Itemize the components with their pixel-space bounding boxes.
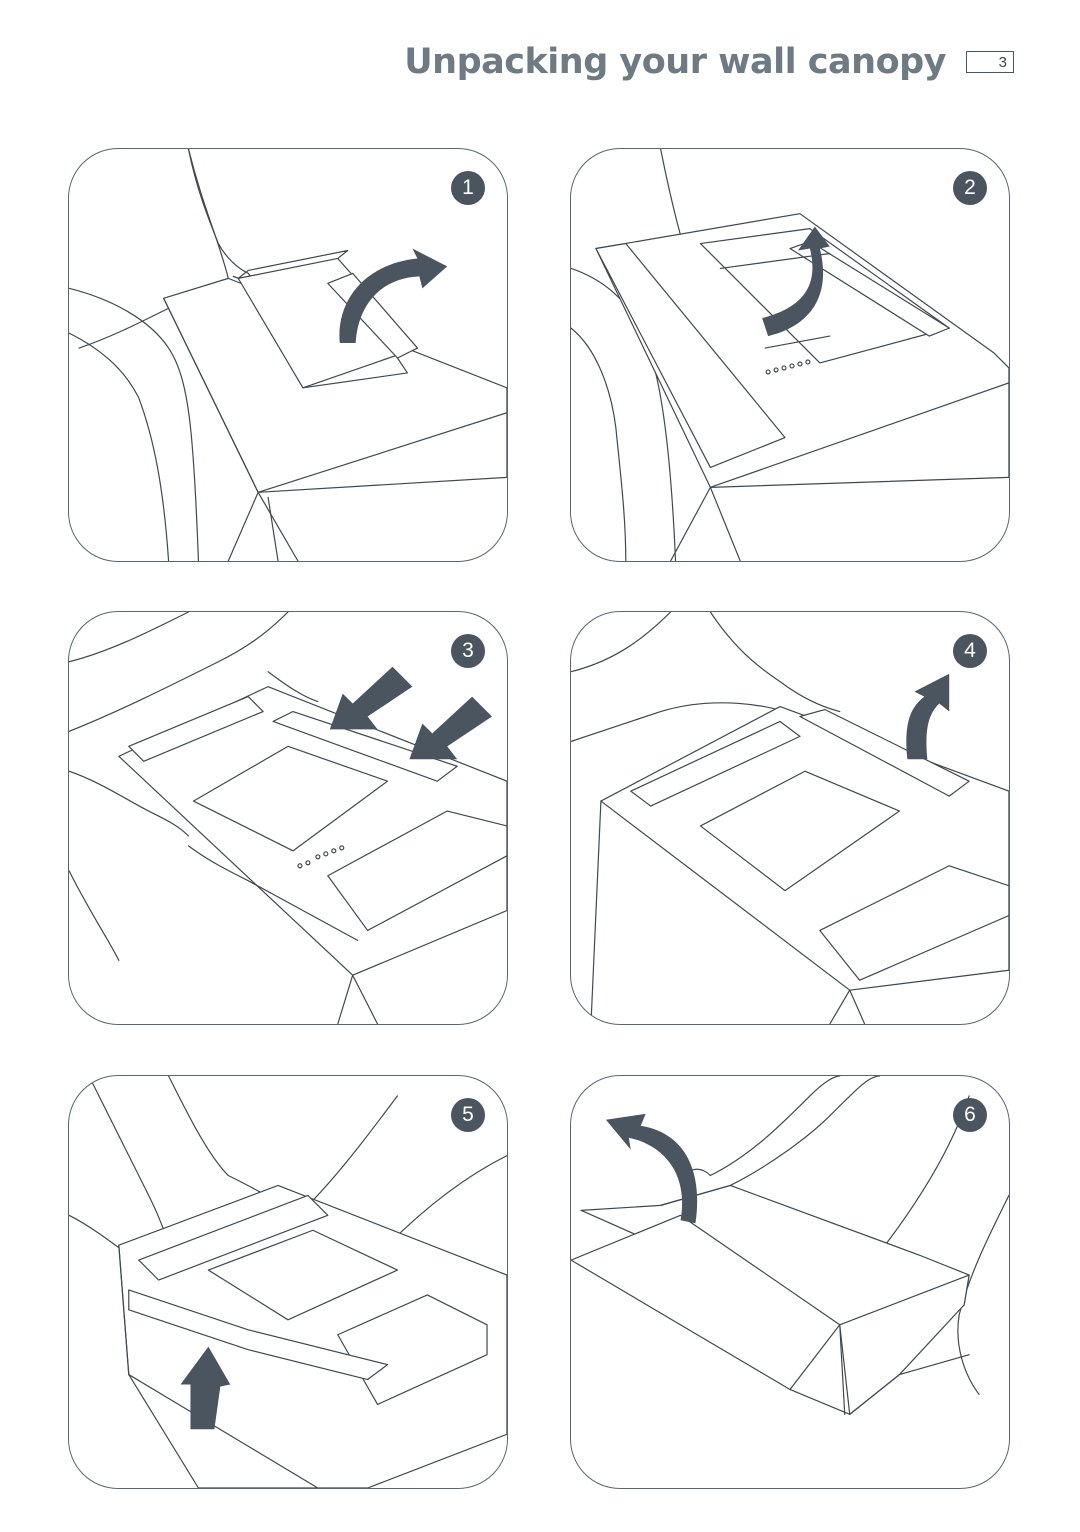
page-number: 3 [998,53,1007,71]
step-2-illustration [571,149,1009,561]
step-6-illustration [571,1076,1009,1415]
step-6-badge: 6 [953,1098,987,1132]
control-panel-dots [765,359,811,375]
step-3-illustration [69,612,507,1024]
page-title: Unpacking your wall canopy [404,42,946,82]
control-panel-dots [297,845,345,869]
step-2-badge: 2 [953,171,987,205]
step-5-illustration [69,1076,507,1488]
step-4-arrow [906,673,950,760]
step-5-badge: 5 [451,1098,485,1132]
step-2-panel: 2 [570,148,1010,562]
step-3-panel: 3 [68,611,508,1025]
page-number-box: 3 [966,51,1014,73]
step-1-panel: 1 [68,148,508,562]
step-5-panel: 5 [68,1075,508,1489]
page-header: Unpacking your wall canopy 3 [404,38,1014,86]
step-1-illustration [69,149,507,561]
step-6-panel: 6 [570,1075,1010,1489]
step-4-illustration [571,612,1009,1024]
step-3-badge: 3 [451,634,485,668]
step-4-panel: 4 [570,611,1010,1025]
step-4-badge: 4 [953,634,987,668]
step-1-arrow [339,248,448,344]
step-1-badge: 1 [451,171,485,205]
step-3-arrows [329,666,493,760]
step-2-arrow [762,226,830,337]
step-5-arrow [180,1346,231,1430]
step-6-arrow [605,1113,698,1224]
